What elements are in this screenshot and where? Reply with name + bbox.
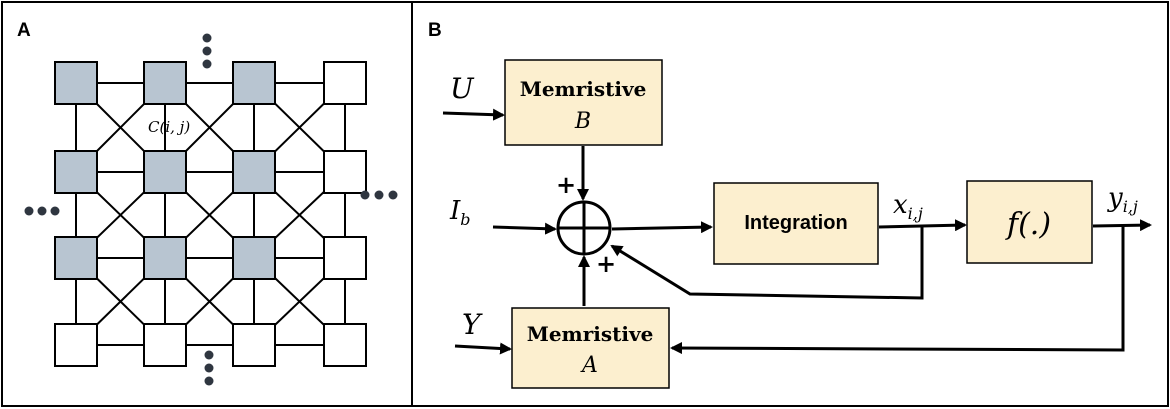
feedback-output-to-memristive-a <box>670 225 1125 355</box>
ellipsis-right <box>360 190 398 200</box>
output-y-label: yi,j <box>1107 183 1138 216</box>
grid-cell-shaded <box>232 236 276 280</box>
state-x-label: xi,j <box>893 190 923 223</box>
panel-a: A C(i, j) <box>17 20 398 386</box>
grid-cell <box>323 236 367 280</box>
feedback-state-to-sum <box>610 227 924 300</box>
grid-cell <box>323 323 367 367</box>
arrow-y-to-memristive-a <box>454 342 512 355</box>
grid-cell-shaded <box>54 61 98 105</box>
grid-cell <box>323 61 367 105</box>
function-block <box>966 180 1093 264</box>
memristive-a-title: Memristive <box>527 322 654 346</box>
memristive-b-block <box>504 59 663 146</box>
memristive-a-symbol: A <box>580 353 598 378</box>
grid-cell-shaded <box>143 150 187 194</box>
grid-cell-shaded <box>54 236 98 280</box>
grid-cells <box>54 61 367 367</box>
arrow-sum-to-integration <box>611 221 713 234</box>
ellipsis-top <box>202 33 212 69</box>
memristive-b-title: Memristive <box>520 77 647 101</box>
arrow-ib-to-sum <box>492 222 557 235</box>
grid-cell <box>54 323 98 367</box>
memristive-a-block <box>511 307 670 389</box>
summing-junction <box>556 200 612 256</box>
grid-connections <box>75 82 346 346</box>
panel-b: B Memristive B Memristive A Integration … <box>428 20 1152 389</box>
input-y-label: Y <box>462 308 483 341</box>
panel-a-label: A <box>17 20 31 41</box>
input-u-label: U <box>450 72 475 105</box>
grid-cell-shaded <box>143 61 187 105</box>
grid-cell <box>143 323 187 367</box>
arrow-integration-to-function <box>878 219 967 232</box>
grid-cell-shaded <box>232 61 276 105</box>
input-ib-label: Ib <box>449 196 471 229</box>
cell-label: C(i, j) <box>148 118 190 136</box>
plus-sign-bottom: + <box>596 249 616 278</box>
grid-cell-shaded <box>54 150 98 194</box>
memristive-b-symbol: B <box>574 109 591 134</box>
grid-cell <box>323 150 367 194</box>
function-label: f(.) <box>1005 207 1051 242</box>
integration-label: Integration <box>744 212 847 234</box>
integration-block <box>713 182 879 265</box>
ellipsis-left <box>24 206 60 216</box>
grid-cell-shaded <box>143 236 187 280</box>
arrow-u-to-memristive-b <box>442 108 505 121</box>
grid-cell-shaded <box>232 150 276 194</box>
panel-b-label: B <box>428 20 442 41</box>
ellipsis-bottom <box>204 350 214 386</box>
grid-cell <box>232 323 276 367</box>
plus-sign-top: + <box>556 170 576 199</box>
